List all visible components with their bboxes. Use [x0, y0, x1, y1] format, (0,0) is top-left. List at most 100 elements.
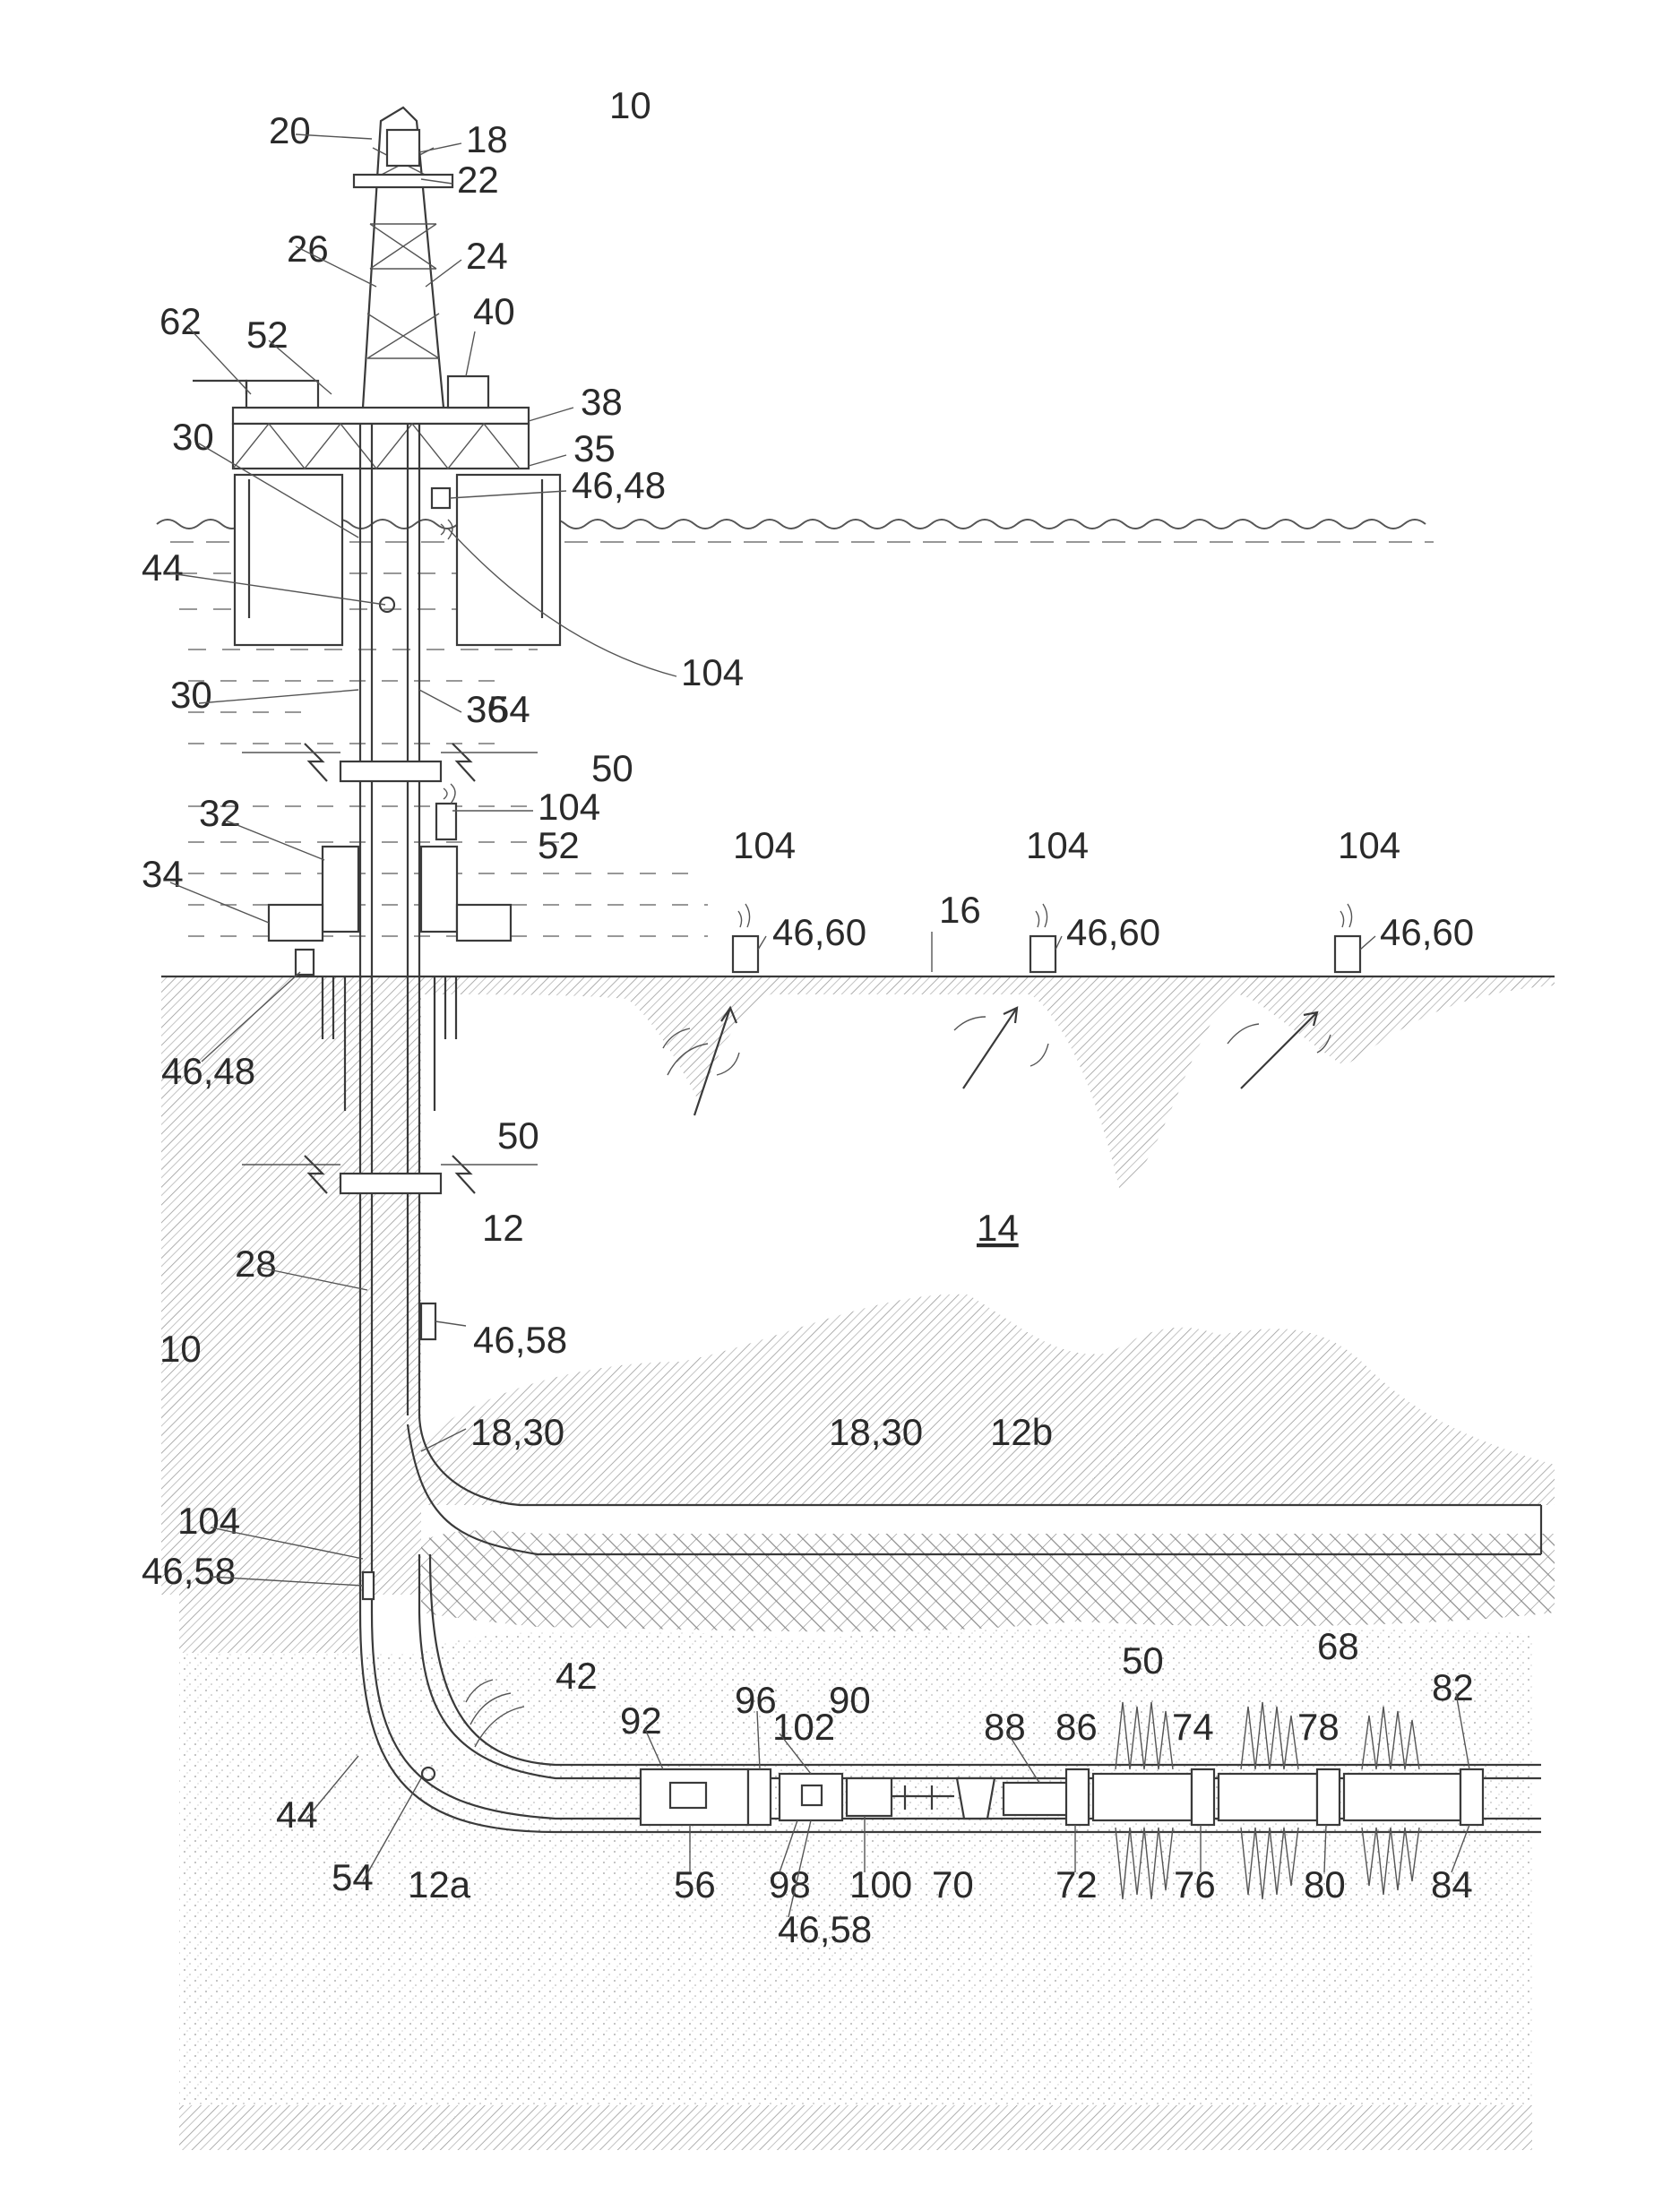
label-l14: 14 — [977, 1207, 1019, 1249]
label-l12b: 12b — [990, 1411, 1053, 1453]
label-l104f: 104 — [177, 1500, 240, 1542]
label-l74: 74 — [1172, 1706, 1214, 1748]
mid-formation — [421, 1295, 1555, 1505]
overburden-bumps — [421, 976, 1555, 1191]
label-l78: 78 — [1297, 1706, 1340, 1748]
label-l104b: 104 — [538, 786, 600, 828]
label-l26: 26 — [287, 228, 329, 270]
sensor-46-60-b — [1030, 936, 1055, 972]
label-l4648a: 46,48 — [572, 464, 666, 506]
label-l104c: 104 — [733, 824, 796, 866]
label-l18a: 18 — [466, 118, 508, 160]
label-l4658a: 46,58 — [473, 1319, 567, 1361]
label-l72: 72 — [1055, 1863, 1098, 1905]
wellhead-34-right — [457, 905, 511, 941]
deck-unit-40 — [448, 376, 488, 408]
label-l76: 76 — [1174, 1863, 1216, 1905]
label-l4658b: 46,58 — [142, 1550, 236, 1592]
label-l32: 32 — [199, 792, 241, 834]
label-l104d: 104 — [1026, 824, 1089, 866]
packer-74 — [1093, 1774, 1192, 1820]
sensor-46-48-seafloor — [296, 950, 314, 975]
label-l12a: 12 — [482, 1207, 524, 1249]
label-l50b: 50 — [497, 1114, 539, 1157]
label-l86: 86 — [1055, 1706, 1098, 1748]
label-l4660a: 46,60 — [772, 911, 866, 953]
sea — [157, 520, 1555, 976]
bottom-formation — [179, 2105, 1532, 2150]
label-l1830a: 18,30 — [470, 1411, 564, 1453]
bop-32-right — [421, 847, 457, 932]
label-l44a: 44 — [142, 546, 184, 589]
arrow-2 — [963, 1008, 1017, 1088]
tool-72 — [1066, 1769, 1089, 1825]
label-l84: 84 — [1431, 1863, 1473, 1905]
label-l40: 40 — [473, 290, 515, 332]
label-l12a2: 12a — [408, 1863, 471, 1905]
cap-formation — [421, 1530, 1555, 1631]
label-l56: 56 — [674, 1863, 716, 1905]
sensor-46-58-upper — [421, 1303, 435, 1339]
riser-clamp-2 — [340, 1174, 441, 1193]
label-l70: 70 — [932, 1863, 974, 1905]
sensor-46-60-a — [733, 936, 758, 972]
label-l92: 92 — [620, 1699, 662, 1742]
label-l44b: 44 — [276, 1794, 318, 1836]
label-l35: 35 — [573, 427, 616, 469]
label-l102: 102 — [772, 1706, 835, 1748]
sensor-46-60-c — [1335, 936, 1360, 972]
label-l30a: 30 — [172, 416, 214, 458]
label-l104a: 104 — [681, 651, 744, 693]
packer-82 — [1344, 1774, 1460, 1820]
arrow-3 — [1241, 1012, 1317, 1088]
label-l88: 88 — [984, 1706, 1026, 1748]
riser-clamp-1 — [340, 761, 441, 781]
right-pontoon — [457, 475, 560, 645]
label-l62: 62 — [159, 300, 202, 342]
deck-top — [233, 408, 529, 424]
label-l68: 68 — [1317, 1625, 1359, 1667]
label-l104e: 104 — [1338, 824, 1400, 866]
travelling-block — [387, 130, 419, 166]
helideck — [193, 381, 246, 394]
label-l1830b: 18,30 — [829, 1411, 923, 1453]
tool-96 — [748, 1769, 771, 1825]
label-l50a: 50 — [591, 747, 633, 789]
label-l10b: 10 — [159, 1328, 202, 1370]
label-l98: 98 — [769, 1863, 811, 1905]
control-room — [246, 381, 318, 408]
label-l52b: 52 — [538, 824, 580, 866]
sensor-46-58-lower — [363, 1572, 374, 1599]
tool-100 — [847, 1778, 892, 1816]
label-l30b: 30 — [170, 674, 212, 716]
sensor-52-riser — [436, 804, 456, 839]
label-l4658c: 46,58 — [778, 1908, 872, 1950]
tool-56-inner — [670, 1783, 706, 1808]
wellhead-34-left — [269, 905, 323, 941]
tool-76 — [1192, 1769, 1214, 1825]
earth-formations — [161, 976, 1555, 2150]
label-l28: 28 — [235, 1243, 277, 1285]
label-l42: 42 — [556, 1655, 598, 1697]
label-l16: 16 — [939, 889, 981, 931]
label-l50c: 50 — [1122, 1639, 1164, 1682]
left-pontoon — [235, 475, 342, 645]
label-l34: 34 — [142, 853, 184, 895]
sensor-46-48-platform — [432, 488, 450, 508]
tool-84 — [1460, 1769, 1483, 1825]
packer-78 — [1219, 1774, 1317, 1820]
bop-32 — [323, 847, 358, 932]
label-l22: 22 — [457, 159, 499, 201]
label-l4660b: 46,60 — [1066, 911, 1160, 953]
label-l20: 20 — [269, 109, 311, 151]
label-l82: 82 — [1432, 1666, 1474, 1708]
left-bottom-hatch — [179, 1595, 358, 1653]
offshore-platform — [193, 108, 560, 645]
label-l10a: 10 — [609, 84, 651, 126]
label-l100: 100 — [849, 1863, 912, 1905]
label-l38: 38 — [581, 381, 623, 423]
label-l54b: 54 — [332, 1856, 374, 1898]
tool-70 — [957, 1778, 995, 1819]
label-l52a: 52 — [246, 314, 289, 356]
